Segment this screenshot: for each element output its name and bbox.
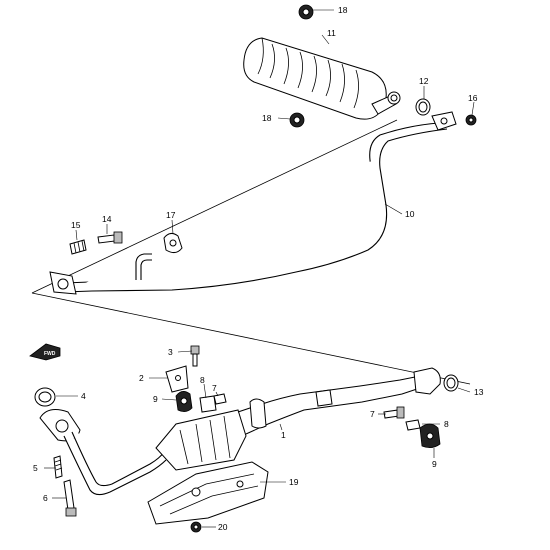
callout-3: 3	[168, 347, 173, 357]
front-pipe-flange[interactable]	[39, 409, 81, 442]
nut-20[interactable]	[190, 521, 202, 533]
callout-5: 5	[33, 463, 38, 473]
rubber-hanger-top[interactable]	[298, 4, 314, 20]
callout-16: 16	[468, 93, 478, 103]
front-arrow-icon: FWD	[29, 343, 61, 361]
callout-7-right: 7	[370, 409, 375, 419]
leader-lines	[44, 9, 475, 528]
center-pipe[interactable]	[49, 111, 457, 295]
callout-10: 10	[405, 209, 415, 219]
bolt-7-left[interactable]	[213, 393, 227, 405]
callout-15: 15	[71, 220, 81, 230]
stud-5[interactable]	[53, 455, 63, 479]
bolt-6[interactable]	[63, 479, 77, 517]
gasket-13[interactable]	[443, 374, 459, 392]
bracket-2[interactable]	[165, 365, 189, 393]
callout-6: 6	[43, 493, 48, 503]
bolt-7-right[interactable]	[383, 406, 405, 419]
hanger-bracket-17[interactable]	[163, 232, 183, 254]
gasket-4[interactable]	[34, 387, 56, 407]
callout-9-left: 9	[153, 394, 158, 404]
svg-text:FWD: FWD	[44, 351, 56, 357]
callout-14: 14	[102, 214, 112, 224]
callout-18-middle: 18	[262, 113, 272, 123]
callout-1: 1	[281, 430, 286, 440]
callout-13: 13	[474, 387, 484, 397]
bolt-14[interactable]	[97, 231, 123, 244]
nut-16[interactable]	[465, 114, 477, 126]
callout-18-top: 18	[338, 5, 348, 15]
callout-2: 2	[139, 373, 144, 383]
front-exhaust-pipe[interactable]	[63, 367, 441, 496]
muffler[interactable]	[243, 37, 401, 120]
section-divider	[31, 119, 471, 385]
callout-7-left: 7	[212, 383, 217, 393]
bolt-3[interactable]	[190, 345, 200, 367]
callout-17: 17	[166, 210, 176, 220]
callout-8-right: 8	[444, 419, 449, 429]
callout-4: 4	[81, 391, 86, 401]
stud-15[interactable]	[69, 239, 87, 255]
rubber-mount-9-left[interactable]	[175, 391, 193, 412]
rubber-mount-9-right[interactable]	[419, 423, 441, 448]
callout-labels: 18 11 12 16 18 10 17 14 15 3 2 9 4 8 7 1…	[33, 5, 484, 532]
callout-20: 20	[218, 522, 228, 532]
bushing-8-left[interactable]	[199, 395, 217, 413]
heat-shield[interactable]	[147, 461, 269, 525]
callout-19: 19	[289, 477, 299, 487]
callout-8-left: 8	[200, 375, 205, 385]
rubber-hanger-middle[interactable]	[289, 112, 305, 128]
callout-12: 12	[419, 76, 429, 86]
gasket-12[interactable]	[415, 98, 431, 116]
bushing-8-right[interactable]	[405, 419, 421, 431]
callout-11: 11	[327, 28, 336, 38]
callout-9-right: 9	[432, 459, 437, 469]
